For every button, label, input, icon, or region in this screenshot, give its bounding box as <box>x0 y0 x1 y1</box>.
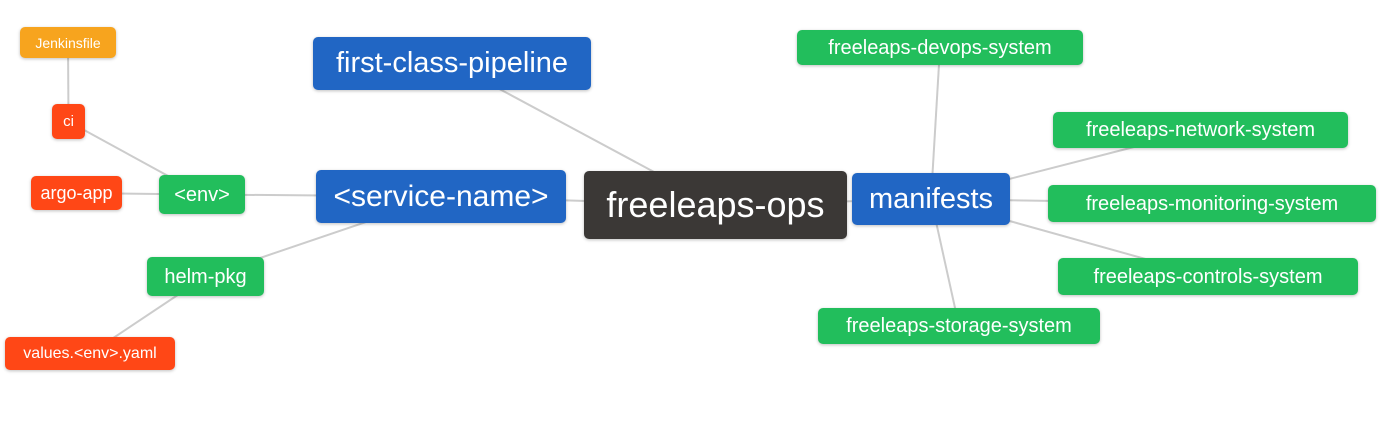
node-argo-app[interactable]: argo-app <box>31 176 122 210</box>
node-label: <env> <box>174 183 230 206</box>
node-controls-system[interactable]: freeleaps-controls-system <box>1058 258 1358 295</box>
node-label: ci <box>63 113 74 130</box>
node-label: freeleaps-devops-system <box>828 36 1052 59</box>
node-first-class-pipeline[interactable]: first-class-pipeline <box>313 37 591 90</box>
node-label: freeleaps-network-system <box>1086 119 1315 141</box>
node-storage-system[interactable]: freeleaps-storage-system <box>818 308 1100 344</box>
node-service-name[interactable]: <service-name> <box>316 170 566 223</box>
node-label: argo-app <box>40 183 113 203</box>
node-label: helm-pkg <box>164 265 247 288</box>
node-label: freeleaps-storage-system <box>846 315 1072 337</box>
node-helm-pkg[interactable]: helm-pkg <box>147 257 264 296</box>
node-label: freeleaps-controls-system <box>1093 265 1323 288</box>
node-devops-system[interactable]: freeleaps-devops-system <box>797 30 1083 65</box>
node-network-system[interactable]: freeleaps-network-system <box>1053 112 1348 148</box>
node-label: values.<env>.yaml <box>23 344 157 362</box>
node-label: <service-name> <box>333 179 549 213</box>
node-values-env-yaml[interactable]: values.<env>.yaml <box>5 337 175 370</box>
node-monitoring-system[interactable]: freeleaps-monitoring-system <box>1048 185 1376 222</box>
node-freeleaps-ops[interactable]: freeleaps-ops <box>584 171 847 239</box>
node-label: freeleaps-ops <box>606 184 825 225</box>
node-label: first-class-pipeline <box>335 47 569 79</box>
node-jenkinsfile[interactable]: Jenkinsfile <box>20 27 116 58</box>
node-label: Jenkinsfile <box>35 34 101 51</box>
node-ci[interactable]: ci <box>52 104 85 139</box>
node-label: freeleaps-monitoring-system <box>1085 192 1339 215</box>
node-env[interactable]: <env> <box>159 175 245 214</box>
node-label: manifests <box>868 182 994 215</box>
node-manifests[interactable]: manifests <box>852 173 1010 225</box>
